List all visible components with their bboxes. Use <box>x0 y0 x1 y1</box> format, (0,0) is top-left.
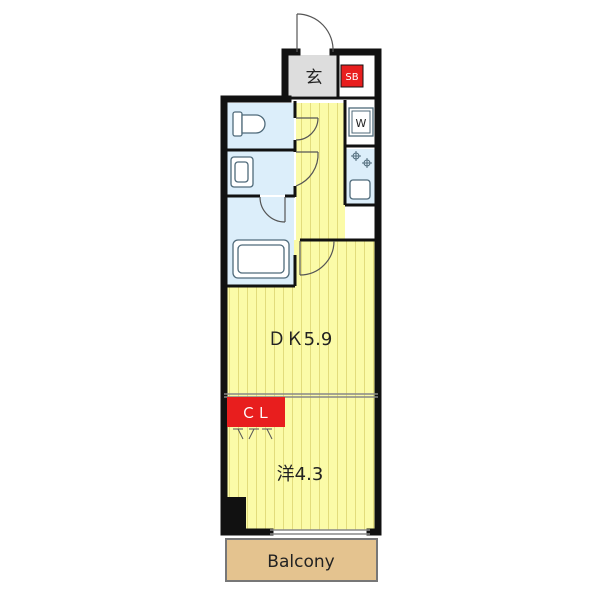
washbasin-icon <box>230 156 254 188</box>
entrance-floor <box>288 55 338 96</box>
corridor-floor <box>296 103 345 240</box>
door-swing-icon <box>259 196 286 223</box>
shoe-box-mark: SB <box>340 64 364 88</box>
western-room-label: 洋4.3 <box>277 464 324 485</box>
balcony-label: Balcony <box>267 552 334 572</box>
stove-icon <box>351 151 372 168</box>
bathtub-icon <box>232 239 290 279</box>
interior-walls <box>224 52 378 288</box>
sink-icon <box>349 179 371 200</box>
washer-icon: W <box>348 107 374 137</box>
door-swing-icon <box>296 13 334 53</box>
balcony-floor <box>227 540 376 580</box>
outer-walls <box>220 48 382 536</box>
closet: ＣＬ <box>227 397 285 440</box>
entrance-label: 玄 <box>306 68 323 88</box>
dining-kitchen-label: ＤＫ5.9 <box>268 329 333 350</box>
washer-label: W <box>356 117 367 130</box>
balcony-window <box>270 529 370 535</box>
doors <box>259 13 335 276</box>
pillar <box>222 497 246 535</box>
door-swing-icon <box>295 117 319 141</box>
closet-label: ＣＬ <box>241 404 271 422</box>
door-swing-icon <box>295 151 319 187</box>
balcony-outline <box>225 538 378 582</box>
toilet-icon <box>232 111 266 137</box>
shoe-box-label: SB <box>345 72 358 83</box>
door-swing-icon <box>299 240 335 276</box>
